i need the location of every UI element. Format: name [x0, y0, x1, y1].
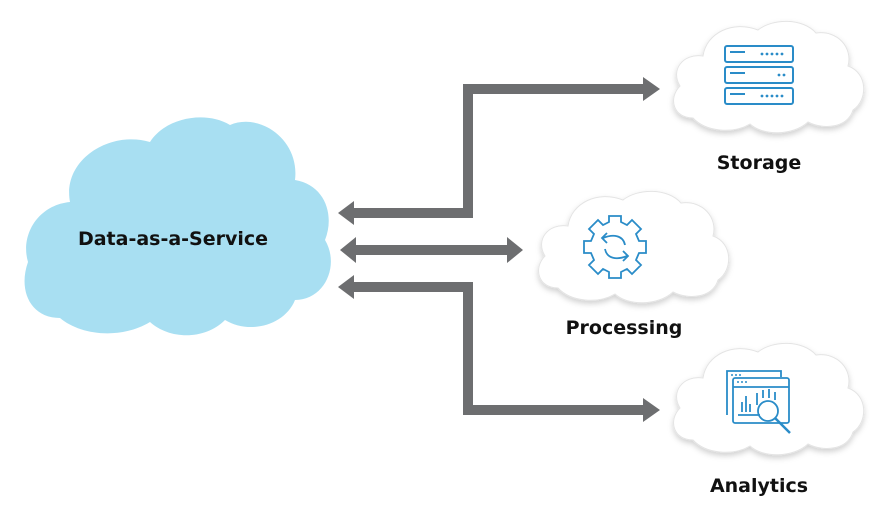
processing-cloud [538, 190, 730, 304]
storage-cloud [673, 20, 865, 134]
analytics-cloud [673, 342, 865, 456]
analytics-magnifier-icon [726, 370, 791, 434]
storage-label: Storage [716, 152, 802, 174]
analytics-label: Analytics [709, 475, 809, 497]
arrow-processing [340, 237, 523, 263]
server-rack-icon [724, 45, 794, 105]
arrow-storage [338, 77, 660, 225]
arrow-analytics [338, 275, 660, 422]
processing-label: Processing [565, 317, 683, 339]
data-as-a-service-label: Data-as-a-Service [77, 228, 269, 250]
data-as-a-service-cloud [24, 117, 331, 336]
gear-sync-icon [583, 215, 647, 279]
